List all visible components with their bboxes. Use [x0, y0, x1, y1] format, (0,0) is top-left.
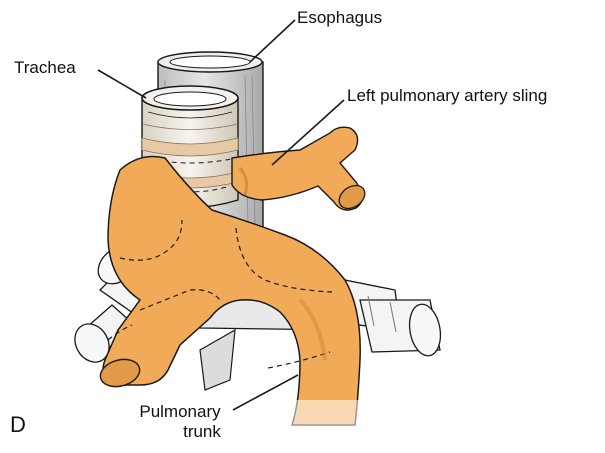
leader-left-pa-sling: [271, 99, 345, 166]
left-pulmonary-artery-sling: [231, 126, 366, 211]
label-pulmonary-trunk-line2: trunk: [183, 421, 221, 441]
leader-esophagus: [249, 19, 296, 63]
panel-letter: D: [10, 412, 26, 437]
label-trachea: Trachea: [14, 58, 76, 77]
pulmonary-trunk: [99, 155, 365, 430]
label-left-pulmonary-artery-sling: Left pulmonary artery sling: [347, 86, 548, 105]
label-pulmonary-trunk-line1: Pulmonary: [139, 402, 221, 421]
leader-pulmonary-trunk: [232, 374, 299, 411]
leader-trachea: [97, 69, 147, 99]
label-pulmonary-trunk: Pulmonary trunk: [120, 402, 240, 441]
leader-lines: [97, 19, 345, 411]
label-esophagus: Esophagus: [297, 8, 383, 27]
